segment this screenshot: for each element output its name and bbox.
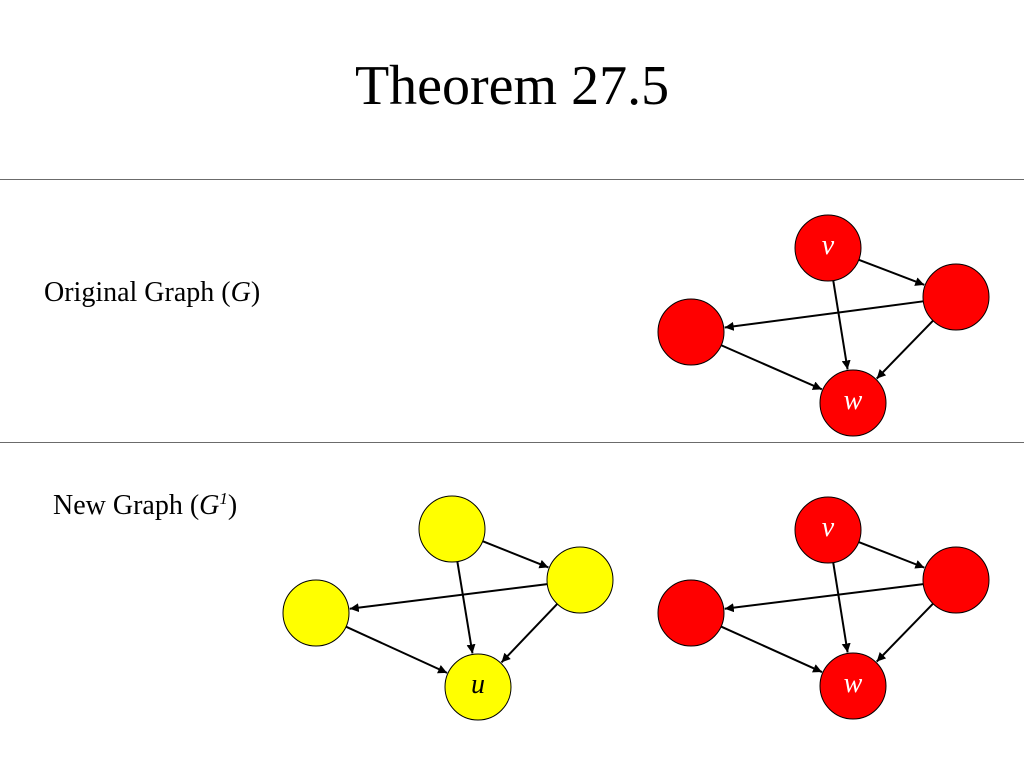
- node-bottom: [819, 369, 887, 437]
- new-label-suffix: ): [227, 490, 238, 521]
- node-left: [657, 298, 725, 366]
- original-graph-label: Original Graph (G): [44, 277, 260, 309]
- edge-top-to-right: [858, 258, 925, 286]
- node-top: [418, 495, 486, 563]
- edge-right-to-left: [349, 583, 548, 613]
- edge-right-to-bottom: [500, 603, 558, 664]
- new-graph-original: vw: [657, 496, 990, 720]
- edge-top-to-bottom: [832, 280, 851, 370]
- node-label-u: u: [471, 669, 485, 700]
- edge-left-to-bottom: [720, 625, 823, 673]
- node-right: [922, 546, 990, 614]
- node-top: [794, 496, 862, 564]
- edge-right-to-left: [724, 300, 924, 331]
- new-label-prefix: New Graph (: [53, 490, 200, 521]
- new-label-symbol: G: [199, 490, 220, 521]
- node-label-w: w: [844, 385, 863, 416]
- edge-top-to-right: [858, 541, 925, 569]
- node-left: [657, 579, 725, 647]
- node-right: [922, 263, 990, 331]
- edge-right-to-bottom: [875, 319, 934, 380]
- edge-right-to-left: [724, 583, 924, 613]
- edge-top-to-right: [482, 540, 549, 569]
- original-graph: vw: [657, 214, 990, 437]
- node-bottom: [819, 652, 887, 720]
- page-title: Theorem 27.5: [354, 55, 670, 117]
- edge-top-to-bottom: [456, 561, 476, 654]
- node-label-v: v: [822, 512, 835, 543]
- edge-right-to-bottom: [875, 602, 934, 663]
- node-left: [282, 579, 350, 647]
- original-label-symbol: G: [230, 277, 251, 308]
- node-label-v: v: [822, 230, 835, 261]
- node-right: [546, 546, 614, 614]
- new-graph-copy: u: [282, 495, 614, 721]
- node-bottom: [444, 653, 512, 721]
- new-graph-label: New Graph (G1): [53, 489, 237, 522]
- top-divider: [0, 179, 1024, 180]
- original-label-prefix: Original Graph (: [44, 277, 231, 308]
- original-label-suffix: ): [250, 277, 261, 308]
- new-label-superscript: 1: [219, 489, 228, 508]
- middle-divider: [0, 442, 1024, 443]
- node-top: [794, 214, 862, 282]
- edge-left-to-bottom: [345, 625, 448, 674]
- node-label-w: w: [844, 668, 863, 699]
- edge-top-to-bottom: [832, 562, 851, 653]
- edge-left-to-bottom: [720, 344, 823, 391]
